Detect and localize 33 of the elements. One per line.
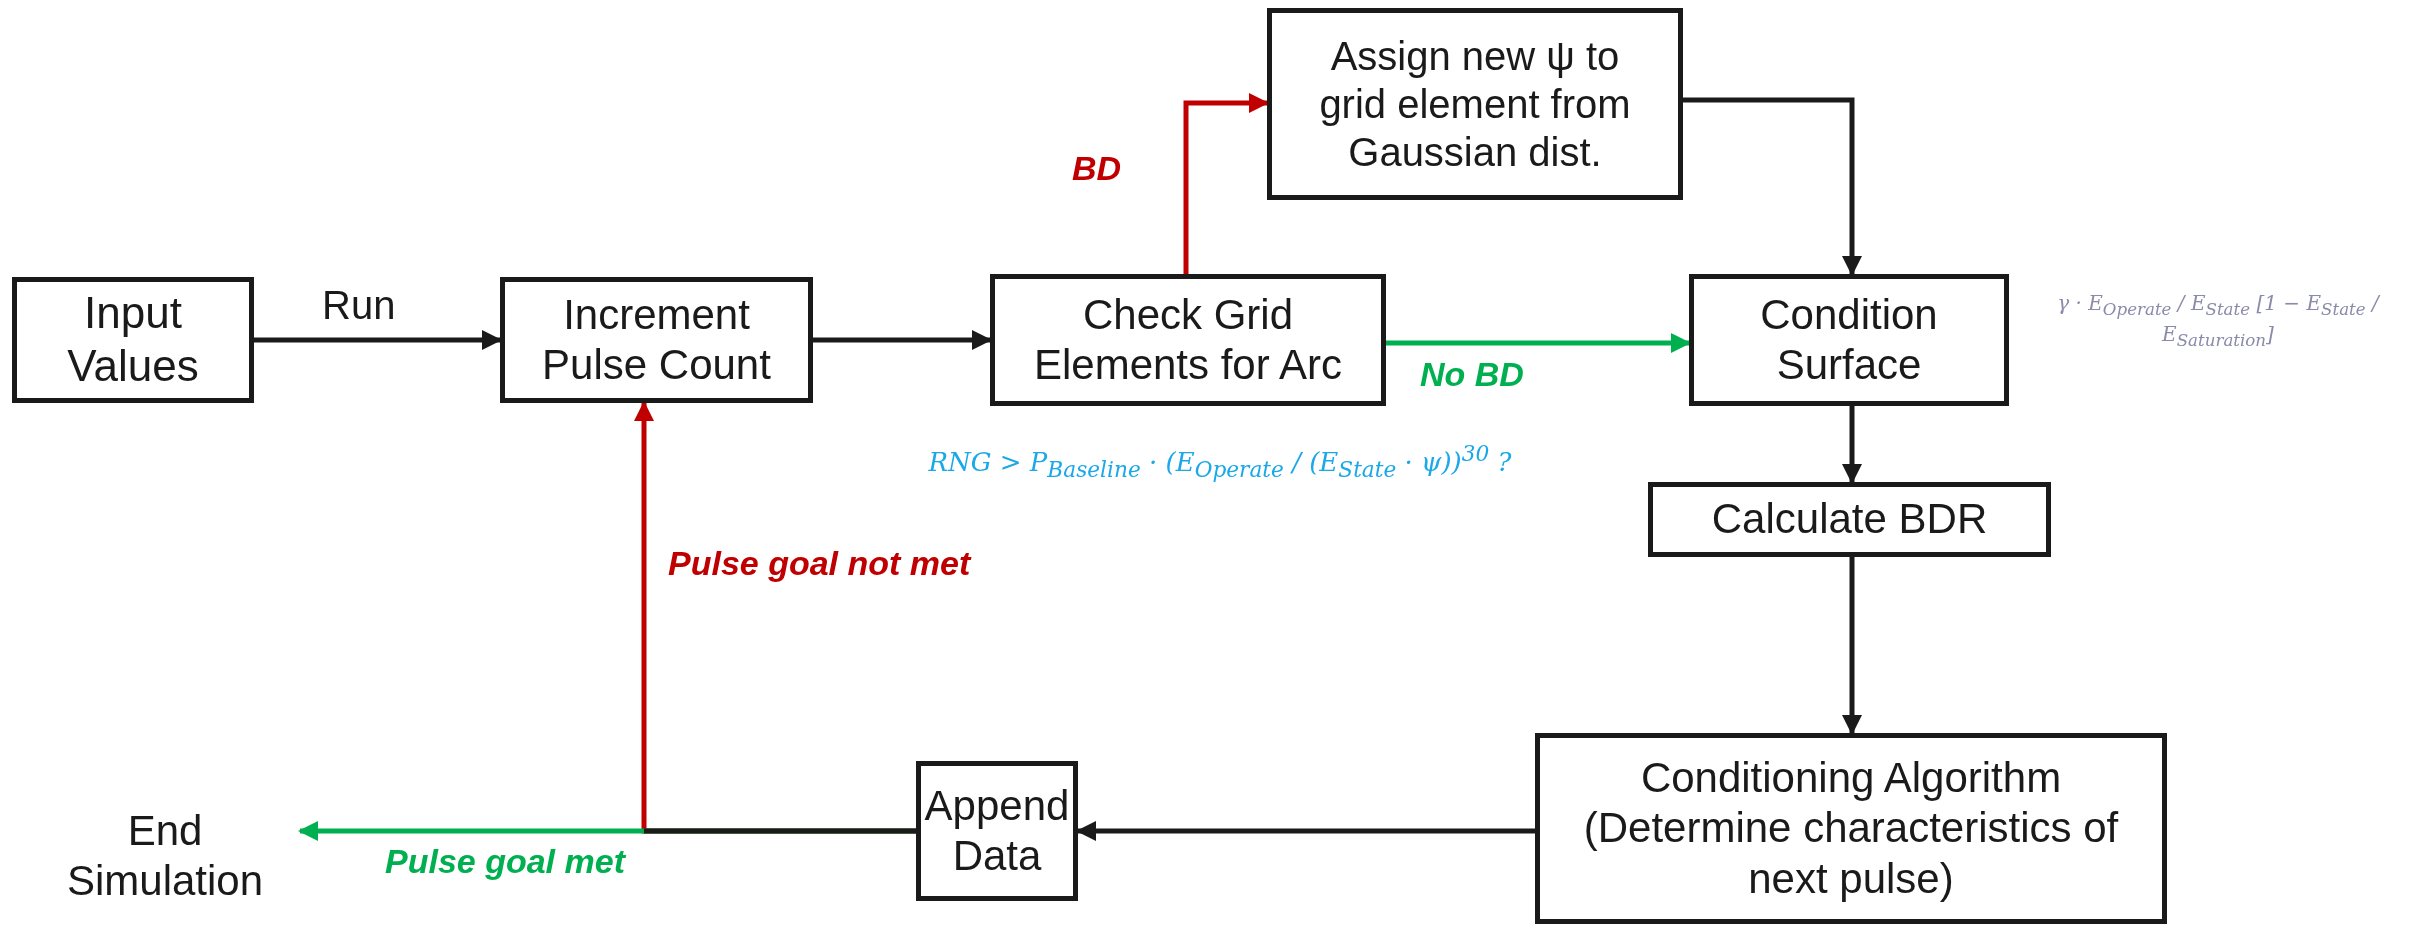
formula: RNG > P$_{Baseline}$ · (E$_{Operate}$ / (E$_{State}$ · ψ))$^{30}$ ? (927, 440, 1513, 484)
node-text: Conditioning Algorithm (Determine characteristics of next pulse) (1582, 752, 2120, 904)
arrow (1842, 406, 1862, 484)
process-box (500, 277, 813, 403)
process-box (1689, 274, 2009, 406)
node-text: Check Grid Elements for Arc (1032, 289, 1344, 390)
node-text: Input Values (66, 287, 200, 392)
arrow (1076, 821, 1535, 841)
node-text: Increment Pulse Count (541, 289, 772, 390)
arrow (254, 330, 502, 350)
edge-label: Pulse goal not met (668, 545, 971, 583)
arrow (1183, 93, 1269, 274)
edge-label: Pulse goal met (385, 843, 625, 881)
node-text: Calculate BDR (1711, 494, 1988, 545)
process-box (990, 274, 1386, 406)
process-box (1267, 8, 1683, 200)
connector-line (644, 828, 916, 834)
arrow (813, 330, 992, 350)
process-box (1535, 733, 2167, 924)
node-text: Append Data (924, 780, 1070, 881)
node-text: Condition Surface (1759, 289, 1939, 390)
arrow (1683, 97, 1862, 276)
node-text: End Simulation (65, 805, 265, 906)
arrow (1386, 333, 1691, 353)
arrow (1842, 557, 1862, 735)
edge-label: BD (1072, 150, 1122, 188)
edge-label: Run (322, 283, 396, 327)
process-box (12, 277, 254, 403)
process-box (1648, 482, 2051, 557)
node-text: Assign new ψ to grid element from Gaussian dist. (1318, 33, 1632, 176)
formula: γ · E$_{Operate}$ / E$_{State}$ [1 − E$_{State}$ / E$_{Saturation}$] (2056, 290, 2381, 352)
edge-label: No BD (1420, 356, 1524, 394)
process-box (916, 761, 1078, 901)
